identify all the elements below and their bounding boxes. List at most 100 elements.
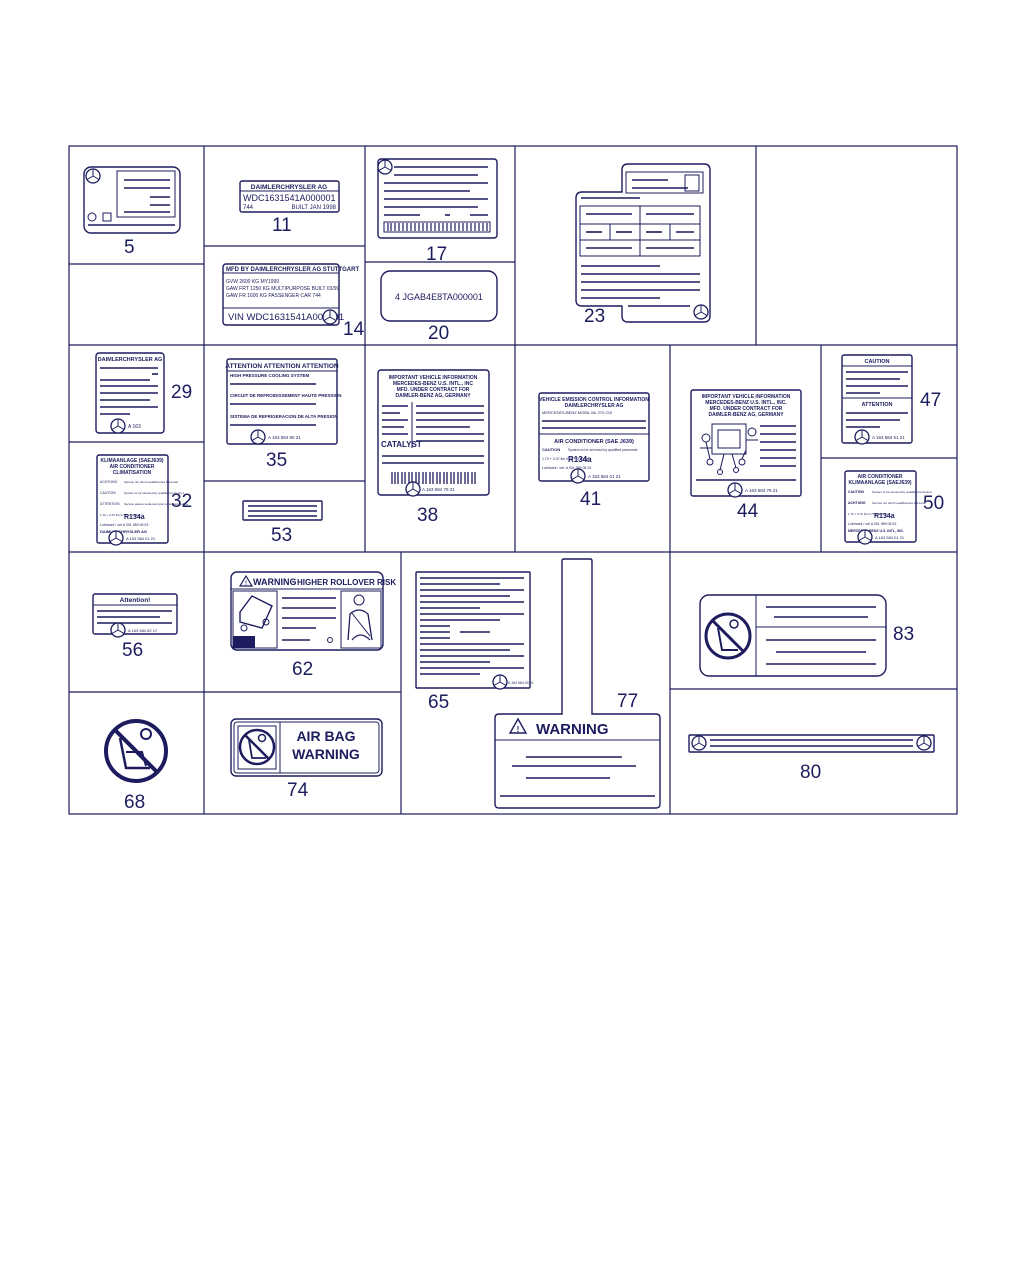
label-62[interactable]: ! WARNING • HIGHER ROLLOVER RISK — [230, 571, 396, 651]
label-38[interactable]: IMPORTANT VEHICLE INFORMATION MERCEDES-B… — [377, 369, 490, 497]
label-35-line3: SISTEMA DE REFRIGERACION DE ALTA PRESION — [230, 414, 338, 419]
callout-35: 35 — [266, 450, 287, 471]
label-11-vin: WDC1631541A000001 — [243, 193, 336, 203]
callout-23: 23 — [584, 306, 605, 327]
label-38-part: A 163 584 79 21 — [422, 487, 455, 492]
label-74-line1: AIR BAG — [296, 728, 355, 744]
label-47[interactable]: CAUTION ATTENTION A 163 584 51 21 — [841, 354, 913, 445]
label-41-title3: MERCEDES-BENZ MOBIL ML 270 CDI — [542, 410, 612, 415]
label-32-part: A 163 584 01 21 — [126, 536, 156, 541]
airbag-warning-icon — [237, 725, 277, 770]
label-56[interactable]: Attention! A 163 584 62 17 — [92, 593, 178, 638]
barcode-17 — [387, 223, 488, 231]
label-50[interactable]: AIR CONDITIONER KLIMAANLAGE (SAEJ639) CA… — [844, 470, 932, 545]
label-32-row2b: System to be serviced by qualified perso… — [124, 491, 184, 495]
callout-44: 44 — [737, 501, 759, 522]
callout-68: 68 — [124, 792, 145, 813]
label-41-part: A 163 584 01 21 — [588, 474, 621, 479]
label-29-part: A 163 — [128, 424, 141, 430]
label-53[interactable] — [242, 500, 323, 521]
callout-62: 62 — [292, 659, 313, 680]
grid — [68, 145, 958, 815]
callout-41: 41 — [580, 489, 601, 510]
seatbelt-person-icon — [340, 590, 382, 649]
label-32-brand: DAIMLERCHRYSLER AG — [100, 529, 147, 534]
label-56-title: Attention! — [120, 597, 151, 604]
label-56-part: A 163 584 62 17 — [128, 628, 158, 633]
label-32-title1: KLIMAANLAGE (SAEJ639) — [100, 458, 163, 464]
label-35-part: A 163 584 90 21 — [268, 435, 301, 440]
label-14-vin: VIN WDC1631541A000001 — [228, 312, 344, 323]
label-77[interactable]: ! WARNING — [494, 558, 661, 809]
label-41-caution: CAUTION — [542, 447, 560, 452]
label-47-caution: CAUTION — [864, 359, 889, 365]
label-50-caution-text: System to be serviced by qualified perso… — [872, 490, 932, 494]
callout-74: 74 — [287, 780, 309, 801]
label-74-line2: WARNING — [292, 746, 360, 762]
label-68[interactable] — [104, 719, 168, 783]
label-29-brand: DAIMLERCHRYSLER AG — [98, 357, 163, 363]
label-38-title2: MERCEDES-BENZ U.S. INTL., INC — [393, 381, 473, 387]
label-62-dot: • — [292, 580, 294, 586]
label-77-warning: WARNING — [536, 721, 609, 738]
label-50-part: A 163 584 01 21 — [875, 535, 905, 540]
callout-29: 29 — [171, 382, 192, 403]
label-5[interactable] — [83, 166, 181, 234]
label-44-title3: MFD. UNDER CONTRACT FOR — [710, 406, 783, 412]
label-62-risk: HIGHER ROLLOVER RISK — [297, 578, 396, 587]
label-35-title: ATTENTION ATTENTION ATTENTION — [225, 363, 339, 370]
label-47-attention: ATTENTION — [861, 402, 892, 408]
label-32-row3b: Service assure seulement par personnel q… — [124, 502, 188, 506]
label-11-code: 744 — [243, 205, 254, 211]
label-44[interactable]: IMPORTANT VEHICLE INFORMATION MERCEDES-B… — [690, 389, 802, 498]
label-50-refrig: R134a — [874, 513, 895, 520]
label-65[interactable]: A 163 584 03 21 — [415, 571, 534, 690]
label-62-warning: WARNING — [253, 577, 297, 587]
label-80[interactable] — [688, 734, 935, 753]
callout-11: 11 — [272, 215, 292, 236]
label-11[interactable]: DAIMLERCHRYSLER AG WDC1631541A000001 744… — [239, 180, 340, 213]
label-41-caution-text: System to be serviced by qualified perso… — [568, 448, 638, 452]
rollover-car-icon — [232, 590, 278, 649]
label-50-brand: MERCEDES-BENZ U.S. INTL, INC. — [848, 529, 904, 533]
label-38-title1: IMPORTANT VEHICLE INFORMATION — [389, 375, 478, 381]
warning-triangle-icon-62: ! — [238, 574, 254, 587]
label-14-row3: GAW FR 1600 KG PASSENGER CAR 744 — [226, 293, 321, 299]
callout-80: 80 — [800, 762, 821, 783]
callout-32: 32 — [171, 491, 192, 512]
label-41-ac: AIR CONDITIONER (SAE J639) — [554, 439, 634, 445]
callout-56: 56 — [122, 640, 143, 661]
label-74[interactable]: AIR BAG WARNING — [230, 718, 383, 777]
label-29[interactable]: DAIMLERCHRYSLER AG A 163 — [95, 352, 165, 434]
svg-text:!: ! — [245, 581, 247, 587]
label-32[interactable]: KLIMAANLAGE (SAEJ639) AIR CONDITIONER CL… — [96, 454, 188, 546]
label-11-brand: DAIMLERCHRYSLER AG — [251, 184, 327, 191]
callout-50: 50 — [923, 493, 944, 514]
label-32-refrig: R134a — [124, 514, 145, 521]
callout-47: 47 — [920, 390, 941, 411]
label-41-lube: Lubricant / oel: A 001 989 08 03 — [542, 466, 591, 470]
label-35[interactable]: ATTENTION ATTENTION ATTENTION HIGH PRESS… — [225, 358, 342, 445]
label-44-part: A 163 584 79 21 — [745, 488, 778, 493]
callout-83: 83 — [893, 624, 914, 645]
label-35-line1: HIGH PRESSURE COOLING SYSTEM — [230, 373, 310, 378]
label-23[interactable] — [575, 163, 711, 323]
label-50-achtung: ACHTUNG — [848, 501, 866, 505]
label-14[interactable]: MFD BY DAIMLERCHRYSLER AG STUTTGART GVW … — [222, 263, 359, 326]
label-38-title3: MFD. UNDER CONTRACT FOR — [397, 387, 470, 393]
callout-17: 17 — [426, 244, 447, 265]
engine-diagram-44 — [700, 423, 758, 475]
svg-text:!: ! — [517, 725, 520, 734]
label-20[interactable]: 4 JGAB4E8TA000001 — [380, 270, 498, 322]
no-child-seat-icon-68 — [104, 719, 168, 783]
label-20-vin: 4 JGAB4E8TA000001 — [395, 292, 483, 302]
label-11-built: BUILT JAN 1998 — [292, 205, 337, 211]
label-41-refrig: R134a — [568, 455, 592, 464]
label-32-amount: 1.70 + 0.07 lbs 0.75 + 0.03 kg — [100, 513, 140, 517]
label-41[interactable]: VEHICLE EMISSION CONTROL INFORMATION DAI… — [538, 392, 650, 484]
label-83[interactable] — [699, 594, 887, 677]
label-50-title1: AIR CONDITIONER — [858, 474, 903, 480]
label-17[interactable] — [377, 158, 498, 239]
label-47-part: A 163 584 51 21 — [872, 435, 905, 440]
label-32-title3: CLIMATISATION — [113, 470, 152, 476]
